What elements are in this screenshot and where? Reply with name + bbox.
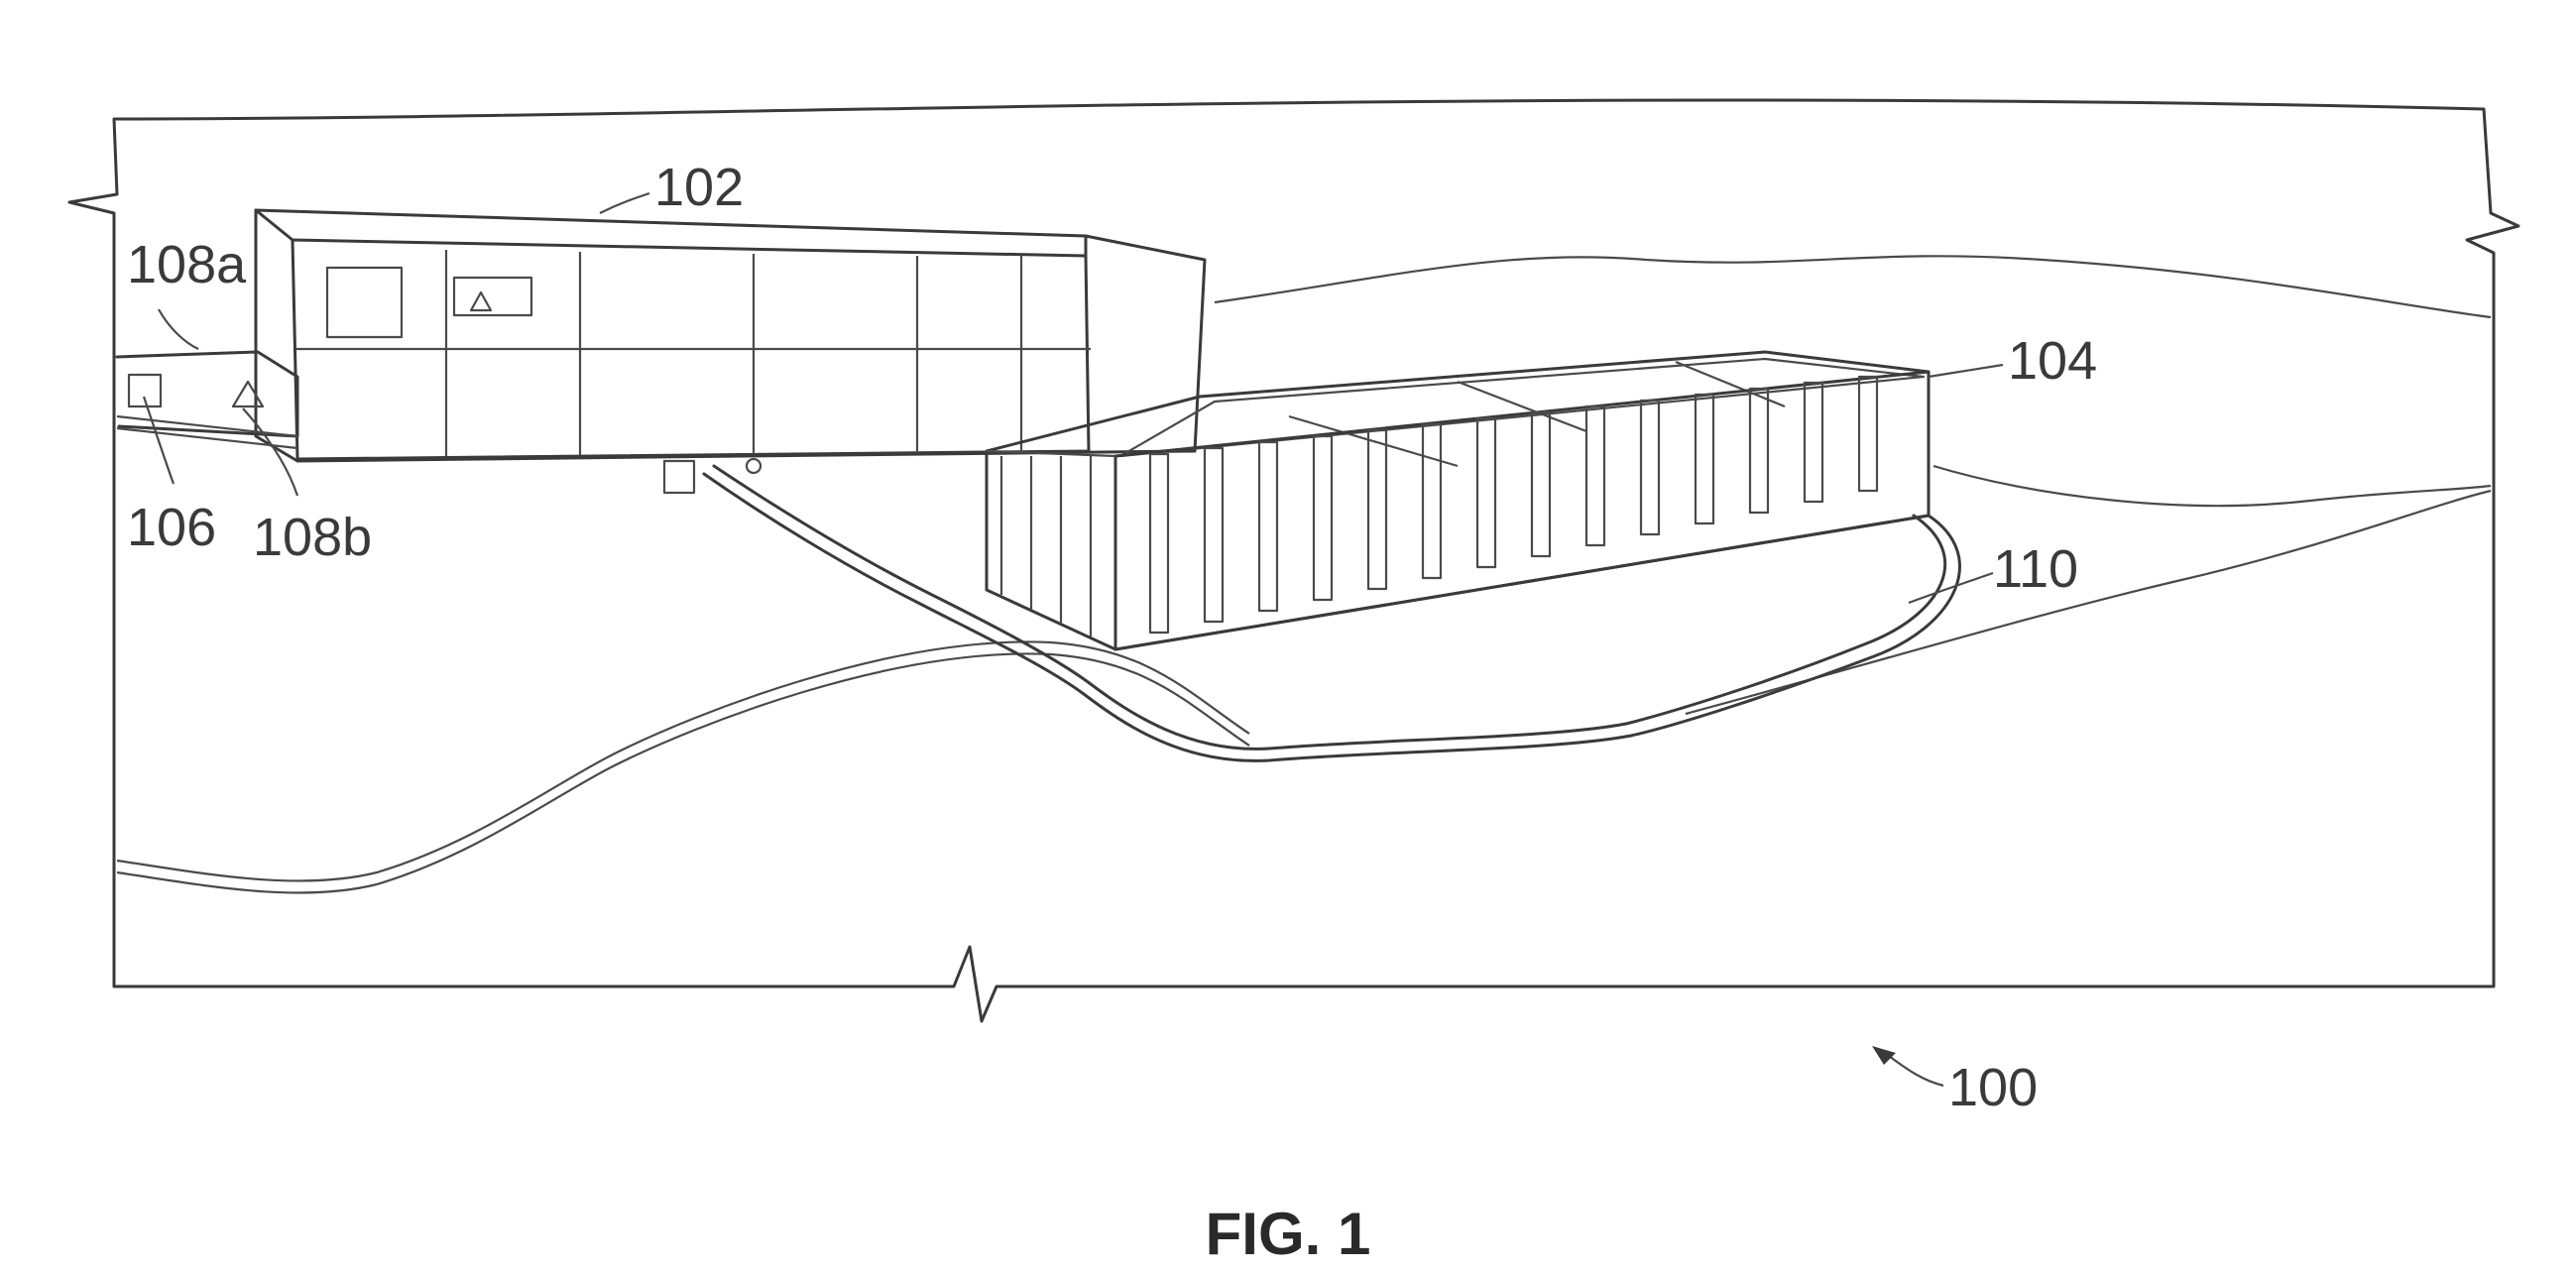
container-ribs <box>999 375 1879 636</box>
label-110: 110 <box>1993 539 2078 599</box>
leader-100 <box>1888 1055 1944 1088</box>
pipe-110 <box>702 464 1961 762</box>
equipment-106-108 <box>115 350 299 450</box>
leader-lines <box>142 191 2004 1088</box>
building-102 <box>254 208 1207 495</box>
leader-108b <box>242 407 299 497</box>
leader-104 <box>1928 363 2004 379</box>
container-104 <box>985 350 1931 651</box>
label-100: 100 <box>1948 1058 2038 1117</box>
label-108b: 108b <box>253 508 372 567</box>
leader-108a <box>158 308 199 350</box>
arrowhead-100 <box>1872 1046 1896 1065</box>
leader-106 <box>142 396 176 485</box>
figure-caption: FIG. 1 <box>1206 1201 1371 1267</box>
label-106: 106 <box>127 498 216 557</box>
leader-110 <box>1908 571 1994 605</box>
label-102: 102 <box>654 158 744 217</box>
scene-frame <box>67 98 2520 1023</box>
label-104: 104 <box>2008 331 2097 391</box>
leader-102 <box>599 191 650 214</box>
label-108a: 108a <box>127 235 247 294</box>
